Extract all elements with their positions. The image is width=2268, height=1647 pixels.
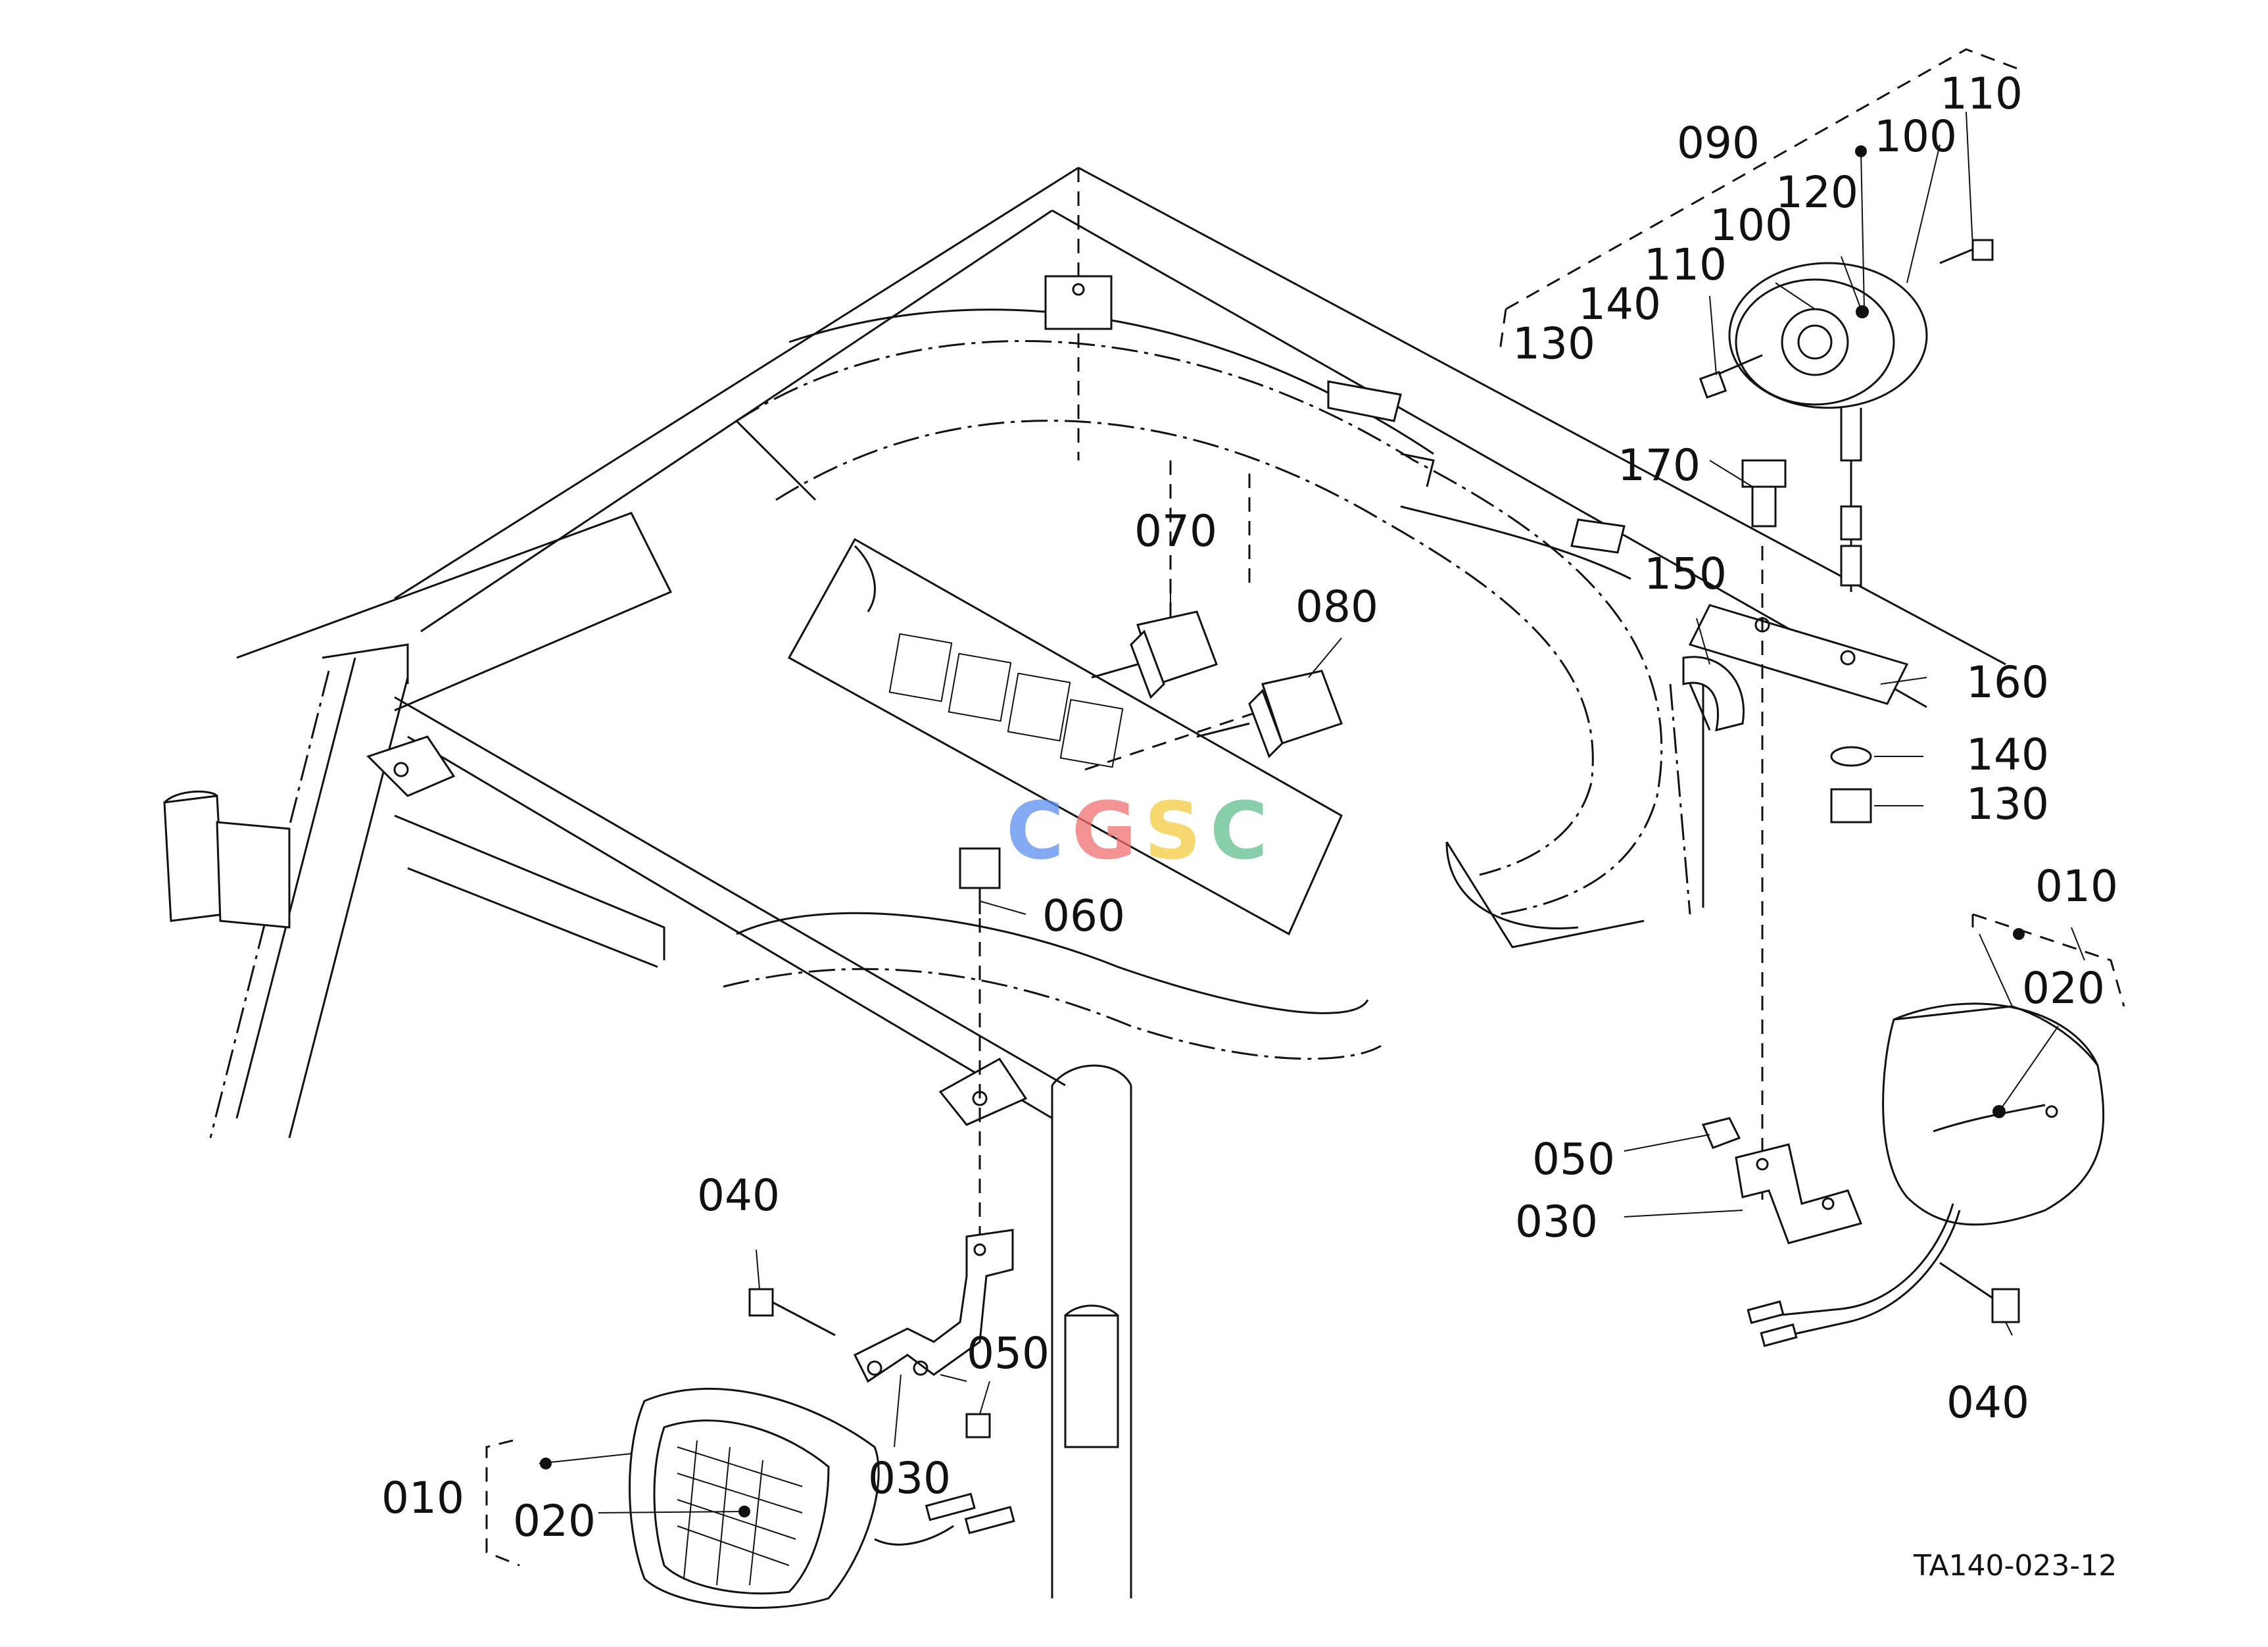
- label-060: 060: [1042, 891, 1125, 941]
- label-010-left: 010: [381, 1473, 464, 1523]
- label-080: 080: [1295, 581, 1378, 632]
- label-040-left: 040: [697, 1170, 780, 1221]
- label-140-right: 140: [1966, 729, 2049, 780]
- label-050-left: 050: [967, 1328, 1050, 1379]
- label-160: 160: [1966, 657, 2049, 708]
- beacon-assembly: [1498, 48, 2019, 592]
- part-labels: 090 100 110 120 100 110 140 130 170 150 …: [381, 68, 2118, 1546]
- label-030-left: 030: [868, 1453, 951, 1504]
- label-020-left: 020: [513, 1496, 596, 1546]
- watermark: C G S C: [1006, 786, 1268, 877]
- label-050-right: 050: [1532, 1134, 1615, 1185]
- right-hardware: [1682, 459, 1909, 1204]
- label-090: 090: [1677, 118, 1760, 168]
- watermark-letter-c1: C: [1006, 786, 1064, 877]
- label-120: 120: [1775, 167, 1858, 218]
- switch-070: [1091, 610, 1218, 699]
- label-010-right: 010: [2035, 861, 2118, 912]
- watermark-letter-s: S: [1144, 786, 1201, 877]
- label-040-right: 040: [1946, 1377, 2029, 1428]
- label-170: 170: [1618, 440, 1701, 491]
- label-110-left: 110: [1644, 239, 1727, 290]
- label-100-left: 100: [1710, 200, 1793, 251]
- leader-lines: [539, 111, 2085, 1513]
- label-030-right: 030: [1515, 1196, 1598, 1247]
- drawing-code: TA140-023-12: [1913, 1549, 2117, 1583]
- canopy-frame: [163, 166, 2006, 1598]
- label-110-top: 110: [1940, 68, 2023, 119]
- label-020-right: 020: [2022, 963, 2105, 1014]
- left-work-lamp: [485, 847, 1015, 1609]
- label-150: 150: [1644, 549, 1727, 599]
- label-140-top: 140: [1578, 279, 1661, 330]
- label-100-top: 100: [1874, 111, 1957, 162]
- label-070: 070: [1134, 506, 1217, 556]
- switch-080: [1196, 670, 1343, 758]
- label-130-right: 130: [1966, 779, 2049, 829]
- watermark-letter-c2: C: [1210, 786, 1268, 877]
- label-130-top: 130: [1512, 318, 1595, 369]
- watermark-letter-g: G: [1072, 786, 1137, 877]
